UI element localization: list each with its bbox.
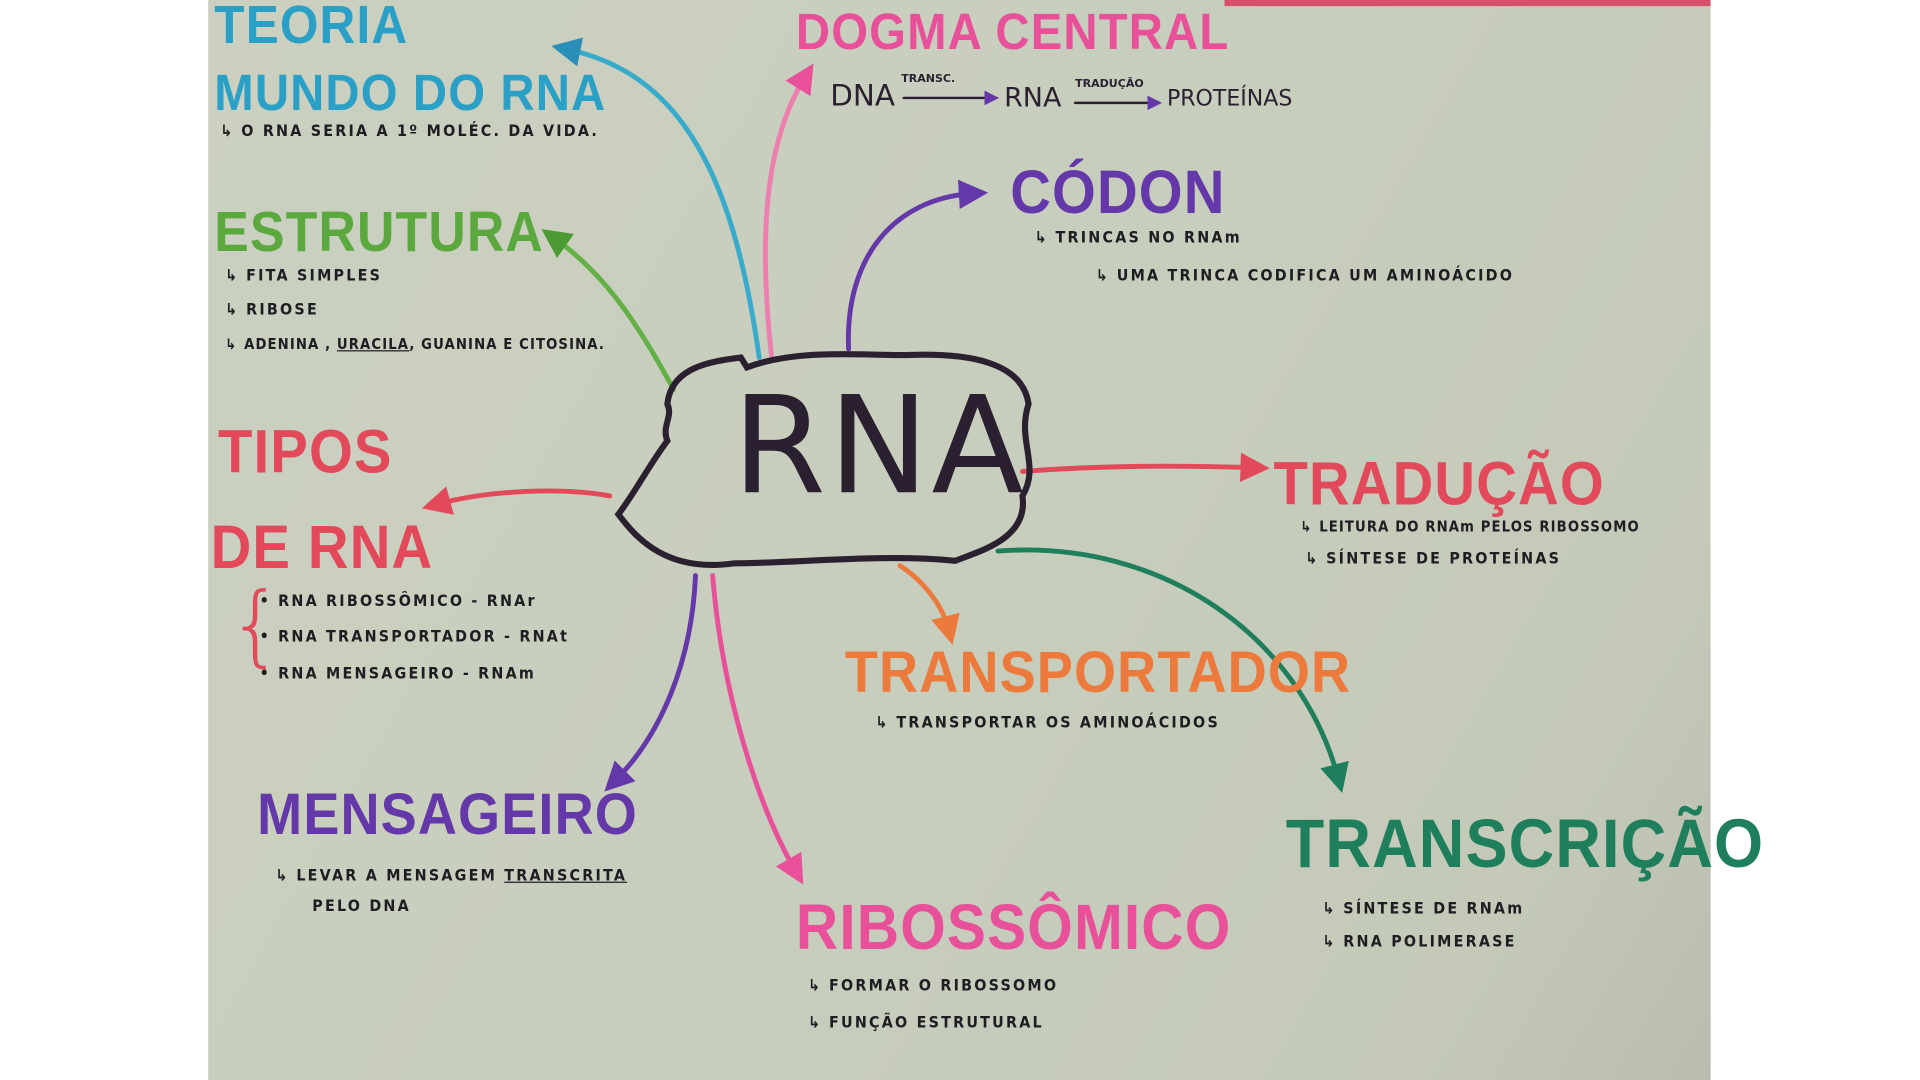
sub-arrow-icon: ↳: [275, 866, 290, 886]
mensageiro-note-cont: PELO DNA: [312, 897, 411, 916]
sub-arrow-icon: ↳: [808, 1013, 823, 1033]
estrutura-note: ↳ FITA SIMPLES: [225, 267, 382, 285]
sub-arrow-icon: ↳: [220, 122, 235, 141]
sub-arrow-icon: ↳: [1300, 517, 1313, 536]
note-text: RIBOSE: [246, 301, 319, 320]
ribossomico-note: ↳ FUNÇÃO ESTRUTURAL: [808, 1014, 1044, 1032]
dogma-title: DOGMA CENTRAL: [795, 2, 1230, 61]
teoria-title: TEORIA: [214, 0, 409, 56]
transcricao-note: ↳ RNA POLIMERASE: [1322, 933, 1516, 951]
traducao-note: ↳ SÍNTESE DE PROTEÍNAS: [1305, 550, 1561, 568]
estrutura-note: ↳ RIBOSE: [225, 301, 319, 319]
arrow-mensageiro: [604, 573, 698, 792]
dogma-dna: DNA: [830, 78, 895, 113]
note-text: SÍNTESE DE RNAm: [1343, 900, 1525, 919]
mensageiro-title: MENSAGEIRO: [257, 782, 638, 848]
arrow-estrutura: [541, 229, 676, 392]
paper-edge-strip: [1224, 0, 1711, 7]
sub-arrow-icon: ↳: [225, 301, 240, 320]
ribossomico-note: ↳ FORMAR O RIBOSSOMO: [808, 977, 1058, 995]
transportador-title: TRANSPORTADOR: [844, 640, 1352, 706]
arrow-transcricao: [995, 547, 1349, 793]
traducao-note: ↳ LEITURA DO RNAm PELOS RIBOSSOMO: [1300, 518, 1639, 535]
sub-arrow-icon: ↳: [1322, 933, 1337, 952]
codon-note: ↳ TRINCAS NO RNAm: [1035, 229, 1242, 247]
teoria-subtitle: MUNDO DO RNA: [214, 63, 607, 122]
note-text: , GUANINA E CITOSINA.: [409, 335, 605, 353]
sub-arrow-icon: ↳: [1305, 549, 1320, 569]
codon-note: ↳UMA TRINCA CODIFICA UM AMINOÁCIDO: [1096, 267, 1514, 285]
tipos-item: • RNA RIBOSSÔMICO - RNAr: [259, 592, 537, 612]
note-text: FITA SIMPLES: [246, 266, 383, 286]
arrow-ribossomico: [710, 573, 804, 885]
sub-arrow-icon: ↳: [225, 335, 238, 353]
note-text: UMA TRINCA CODIFICA UM AMINOÁCIDO: [1116, 266, 1515, 286]
arrow-tipos: [421, 486, 613, 515]
estrutura-bases-note: ↳ ADENINA , URACILA, GUANINA E CITOSINA.: [225, 336, 605, 353]
arrow-dogma: [762, 63, 814, 358]
estrutura-title: ESTRUTURA: [214, 199, 544, 264]
arrow-traducao: [1020, 452, 1270, 482]
transcricao-title: TRANSCRIÇÃO: [1285, 804, 1765, 882]
note-text: TRANSPORTAR OS AMINOÁCIDOS: [896, 713, 1220, 733]
tipos-item: • RNA TRANSPORTADOR - RNAt: [259, 628, 570, 647]
sub-arrow-icon: ↳: [875, 713, 890, 733]
ribossomico-title: RIBOSSÔMICO: [795, 892, 1232, 964]
tipos-item: • RNA MENSAGEIRO - RNAm: [259, 664, 537, 684]
arrow-transportador: [897, 563, 960, 645]
traducao-title: TRADUÇÃO: [1273, 449, 1605, 518]
codon-title: CÓDON: [1010, 157, 1226, 227]
dogma-rna: RNA: [1004, 83, 1062, 114]
sub-arrow-icon: ↳: [808, 977, 823, 996]
note-text: TRINCAS NO RNAm: [1055, 228, 1242, 248]
sub-arrow-icon: ↳: [1095, 266, 1111, 286]
arrow-codon: [846, 179, 989, 352]
underlined-text: TRANSCRITA: [504, 866, 628, 886]
sub-arrow-icon: ↳: [225, 266, 240, 286]
note-text: ADENINA ,: [244, 335, 332, 353]
transportador-note: ↳ TRANSPORTAR OS AMINOÁCIDOS: [876, 714, 1220, 732]
tipos-subtitle: DE RNA: [210, 513, 434, 582]
note-text: O RNA SERIA A 1º MOLÉC. DA VIDA.: [241, 122, 600, 141]
sub-arrow-icon: ↳: [1322, 900, 1337, 919]
dogma-step-transcription: TRANSC.: [901, 73, 956, 86]
brace: {: [227, 573, 284, 676]
note-text: LEITURA DO RNAm PELOS RIBOSSOMO: [1319, 517, 1640, 536]
sub-arrow-icon: ↳: [1034, 228, 1049, 248]
dogma-proteins: PROTEÍNAS: [1166, 85, 1293, 112]
tipos-title: TIPOS: [217, 417, 393, 487]
teoria-note: ↳ O RNA SERIA A 1º MOLÉC. DA VIDA.: [220, 122, 599, 140]
arrow-teoria: [551, 37, 762, 361]
transcricao-note: ↳ SÍNTESE DE RNAm: [1322, 900, 1524, 918]
center-cloud: [614, 351, 1033, 568]
dogma-step-translation: TRADUÇÃO: [1075, 78, 1144, 91]
note-text: LEVAR A MENSAGEM: [296, 866, 498, 886]
note-text: FUNÇÃO ESTRUTURAL: [829, 1013, 1044, 1033]
underlined-text: URACILA: [336, 335, 410, 353]
mensageiro-note: ↳ LEVAR A MENSAGEM TRANSCRITA: [276, 867, 628, 885]
center-topic-rna: RNA: [732, 367, 1027, 525]
note-text: RNA POLIMERASE: [1343, 933, 1517, 952]
note-text: SÍNTESE DE PROTEÍNAS: [1326, 549, 1562, 569]
note-text: FORMAR O RIBOSSOMO: [829, 977, 1059, 996]
